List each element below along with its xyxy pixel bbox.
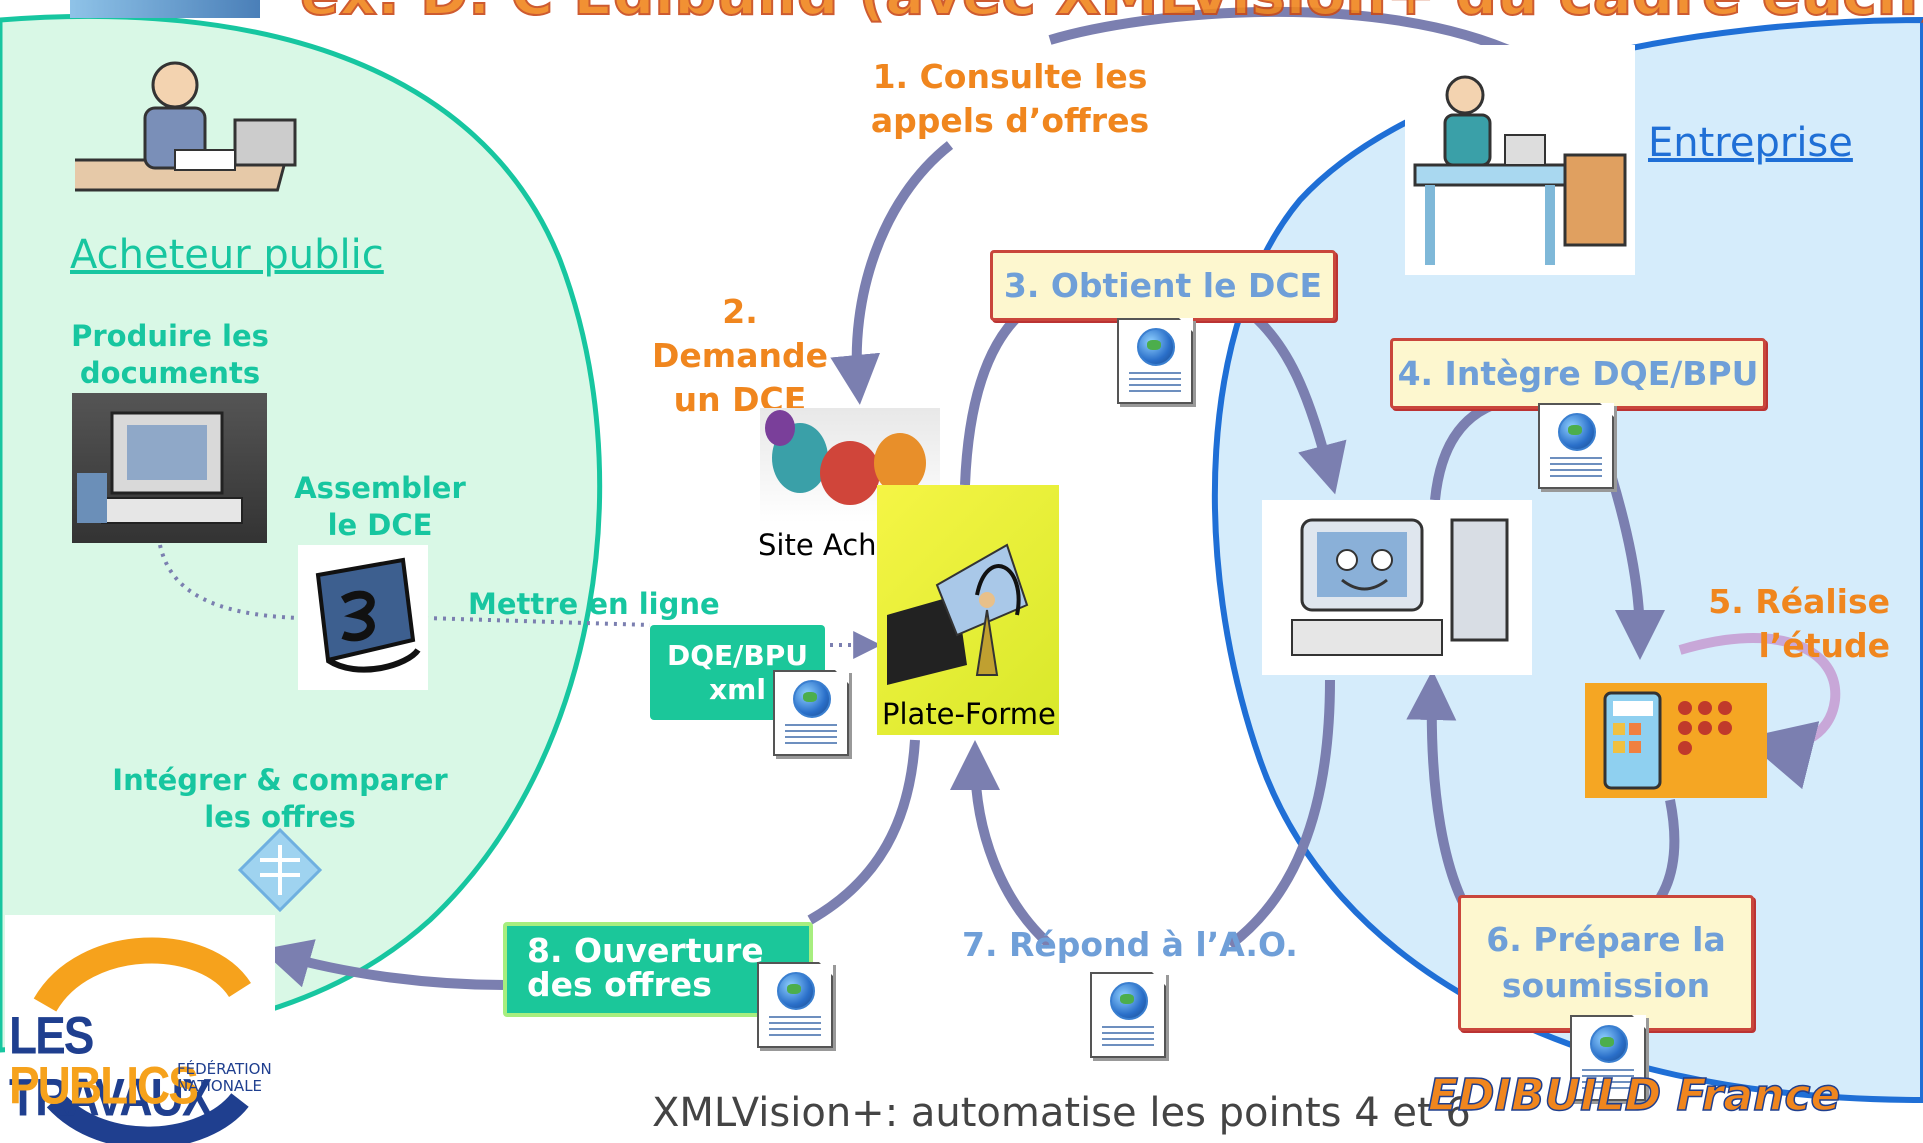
xml-doc-icon-dqe [773, 670, 849, 756]
task-produce: Produire les documents [71, 319, 269, 390]
step-1: 1. Consulte les appels d’offres [870, 57, 1150, 140]
arrow-step8 [280, 739, 920, 985]
top-left-photo [70, 0, 260, 18]
chip-icon [220, 820, 340, 920]
buyer-label: Acheteur public [70, 232, 384, 278]
footer-note: XMLVision+: automatise les points 4 et 6 [652, 1090, 1471, 1136]
ltp-line2: PUBLICS [9, 1055, 199, 1115]
step-7: 7. Répond à l’A.O. [962, 925, 1298, 964]
plate-forme-label: Plate-Forme [882, 697, 1056, 731]
company-label: Entreprise [1648, 120, 1853, 166]
dotted-publish [424, 616, 651, 627]
xml-doc-icon-step4 [1538, 403, 1614, 489]
ltp-line1: LES TRAVAUX [9, 1005, 213, 1127]
edibuild-logo: EDIBUILD France [1427, 1069, 1841, 1122]
plate-forme-image [877, 485, 1059, 735]
assemble-book-icon [298, 545, 428, 690]
step-5: 5. Réalise l’étude [1708, 582, 1890, 665]
calculator-image [1585, 683, 1767, 798]
step-6: 6. Prépare la soumission [1458, 895, 1754, 1031]
company-illustration [1405, 45, 1635, 275]
arrow-step1 [830, 141, 954, 405]
step-2: 2. Demande un DCE [652, 292, 828, 419]
site-acheteur-image [760, 408, 940, 523]
arrow-step5 [1678, 633, 1841, 790]
ltp-federation: FÉDÉRATION NATIONALE [177, 1060, 272, 1095]
task-publish: Mettre en ligne [468, 587, 720, 621]
arrow-step7 [975, 679, 1335, 949]
xml-doc-icon-step8 [757, 962, 833, 1048]
xml-doc-icon-step7 [1090, 972, 1166, 1058]
buyer-illustration [55, 50, 325, 200]
task-assemble: Assembler le DCE [294, 471, 466, 542]
step-3: 3. Obtient le DCE [990, 250, 1336, 321]
xml-doc-icon-step6 [1570, 1015, 1646, 1101]
ltp-logo: LES TRAVAUX PUBLICS FÉDÉRATION NATIONALE [5, 915, 275, 1143]
computer-user-image [72, 393, 267, 543]
task-compare: Intégrer & comparer les offres [112, 763, 448, 834]
arrow-top-arc [1048, 6, 1523, 60]
xml-doc-icon-step3 [1117, 318, 1193, 404]
step-4: 4. Intègre DQE/BPU [1390, 338, 1766, 409]
title-fragment: ex: D. C Edibuild (avec XMLVision+ du ca… [299, 0, 1923, 29]
computer-robot-image [1262, 500, 1532, 675]
